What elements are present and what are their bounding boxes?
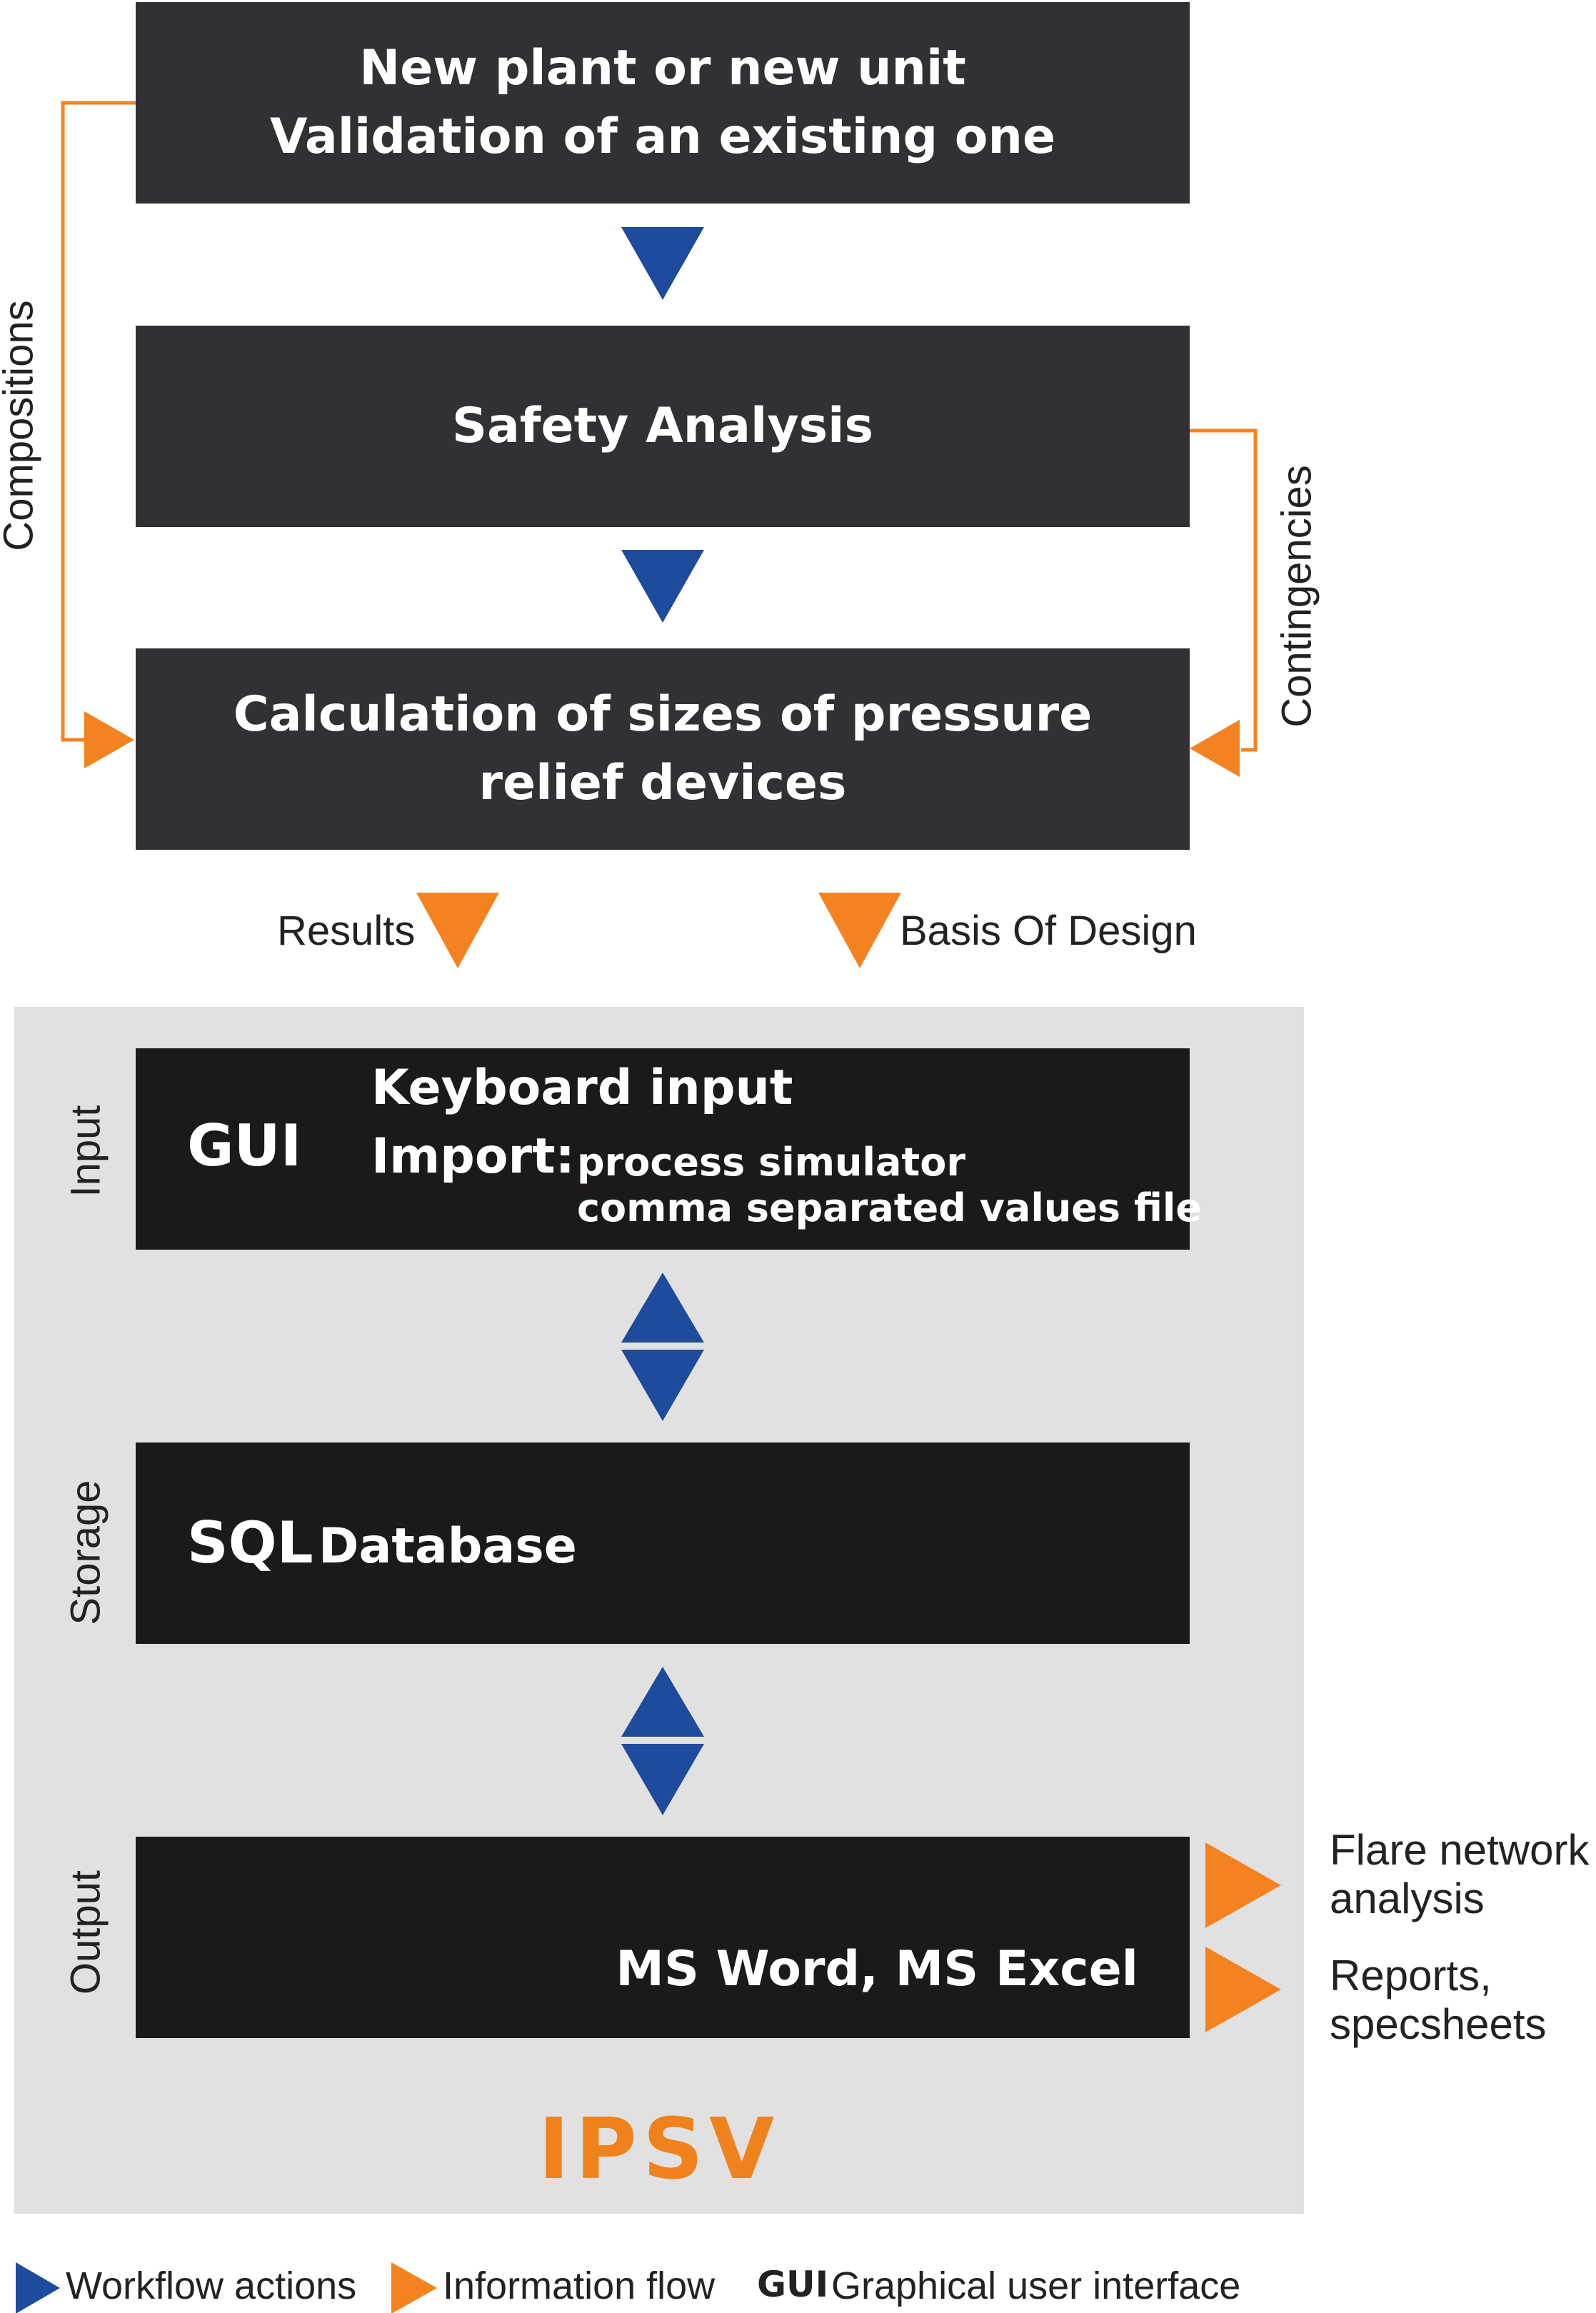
results-arrow xyxy=(416,893,499,968)
legend-gui-abbr: GUI xyxy=(757,2264,829,2305)
keyboard-input-label: Keyboard input xyxy=(371,1060,793,1116)
storage-side-label: Storage xyxy=(62,1480,109,1625)
compositions-label: Compositions xyxy=(0,300,42,551)
output-box: MS Word, MS Excel xyxy=(136,1837,1190,2038)
basis-of-design-label: Basis Of Design xyxy=(900,908,1197,954)
reports-arrow xyxy=(1205,1947,1281,2032)
reports-line1: Reports, xyxy=(1330,1952,1492,2000)
new-plant-line2: Validation of an existing one xyxy=(269,109,1056,165)
gui-label: GUI xyxy=(187,1113,302,1179)
legend-workflow-text: Workflow actions xyxy=(66,2264,357,2307)
import-label: Import: xyxy=(371,1128,575,1185)
import-item-process-simulator: process simulator xyxy=(577,1140,965,1185)
output-side-label: Output xyxy=(62,1870,109,1995)
calculation-line1: Calculation of sizes of pressure xyxy=(233,686,1093,743)
sql-label: SQL xyxy=(187,1510,313,1576)
new-plant-line1: New plant or new unit xyxy=(359,40,966,96)
reports-line2: specsheets xyxy=(1330,2000,1547,2048)
contingencies-arrow xyxy=(1190,720,1240,777)
bidir-down-input-storage xyxy=(621,1350,704,1421)
legend-information-icon xyxy=(391,2262,437,2313)
storage-box: SQL Database xyxy=(136,1443,1190,1644)
contingencies-label: Contingencies xyxy=(1273,465,1320,728)
legend-information-text: Information flow xyxy=(443,2264,716,2307)
bidir-up-storage-output xyxy=(621,1667,704,1737)
flare-network-line2: analysis xyxy=(1330,1875,1485,1922)
legend-workflow-icon xyxy=(16,2262,60,2313)
input-box: GUI Keyboard input Import: process simul… xyxy=(136,1048,1202,1250)
output-formats: MS Word, MS Excel xyxy=(616,1941,1138,1997)
compositions-arrow xyxy=(84,711,134,768)
calculation-line2: relief devices xyxy=(478,755,847,811)
compositions-line xyxy=(61,101,136,742)
bidir-up-input-storage xyxy=(621,1273,704,1343)
import-item-csv: comma separated values file xyxy=(577,1185,1203,1230)
input-side-label: Input xyxy=(62,1105,109,1198)
contingencies-line xyxy=(1190,428,1258,752)
basis-of-design-arrow xyxy=(818,893,901,968)
safety-analysis-box: Safety Analysis xyxy=(136,326,1190,527)
safety-analysis-title: Safety Analysis xyxy=(452,398,873,454)
workflow-arrow-1-2 xyxy=(621,227,704,300)
ipsv-logo: IPSV xyxy=(538,2099,781,2198)
workflow-arrow-2-3 xyxy=(621,550,704,623)
bidir-down-storage-output xyxy=(621,1744,704,1815)
results-label: Results xyxy=(277,908,416,954)
flare-network-arrow xyxy=(1205,1842,1281,1928)
new-plant-box: New plant or new unit Validation of an e… xyxy=(136,2,1190,204)
database-label: Database xyxy=(318,1518,577,1575)
flare-network-line1: Flare network xyxy=(1330,1826,1590,1874)
calculation-box: Calculation of sizes of pressure relief … xyxy=(136,648,1190,850)
legend-gui-text: Graphical user interface xyxy=(831,2264,1241,2307)
